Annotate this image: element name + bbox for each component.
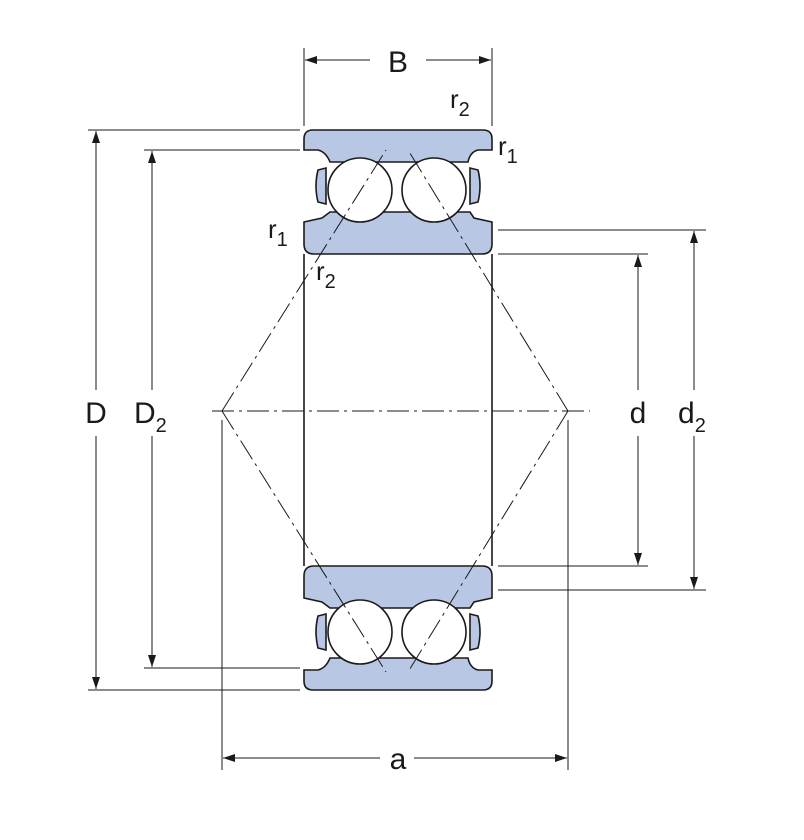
label-r2-left: r2	[316, 256, 336, 293]
label-d2: d2	[678, 397, 706, 437]
label-d: d	[630, 397, 647, 430]
inner-ring-top	[303, 211, 493, 255]
label-D: D	[85, 397, 107, 430]
seal-right-bottom	[469, 612, 481, 652]
bottom-section	[303, 565, 493, 691]
label-B: B	[388, 46, 408, 79]
label-a: a	[390, 743, 407, 776]
seal-left-bottom	[315, 612, 327, 652]
seal-right-top	[469, 166, 481, 206]
inner-ring-bottom	[303, 565, 493, 609]
top-section	[303, 129, 493, 255]
bore-outline	[303, 254, 493, 566]
label-r1-left: r1	[268, 214, 288, 251]
center-lines	[212, 149, 590, 673]
contact-line-1	[221, 149, 387, 412]
contact-line-4	[407, 410, 569, 673]
dimension-lines	[92, 56, 698, 762]
contact-line-2	[407, 149, 569, 412]
seal-left-top	[315, 166, 327, 206]
label-r2-top: r2	[450, 84, 470, 121]
ball-top-right	[401, 157, 467, 223]
ball-bottom-left	[327, 599, 393, 665]
label-r1-top: r1	[498, 131, 518, 168]
outer-ring-top	[303, 129, 493, 163]
ball-top-left	[327, 157, 393, 223]
extension-lines	[88, 48, 706, 770]
outer-ring-bottom	[303, 657, 493, 691]
label-D2: D2	[134, 397, 167, 437]
ball-bottom-right	[401, 599, 467, 665]
contact-line-3	[221, 410, 387, 673]
